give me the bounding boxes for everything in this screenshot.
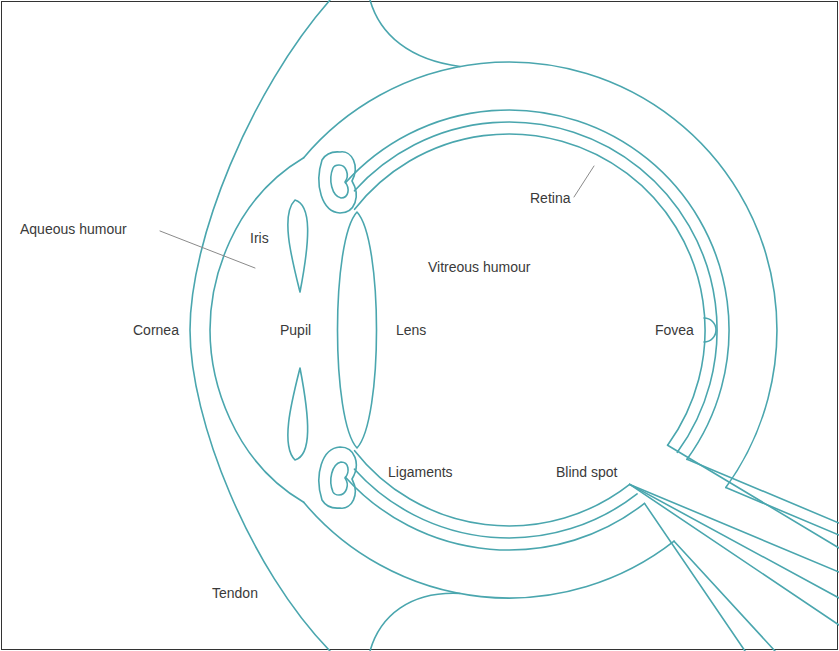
part-label: Retina	[530, 190, 570, 206]
part-label: Ligaments	[388, 464, 453, 480]
retina-layer	[355, 122, 718, 452]
ciliary-body	[319, 152, 356, 213]
lens	[338, 212, 377, 448]
retina-layer	[346, 477, 645, 550]
tendon	[370, 593, 460, 651]
nerve-fibre	[630, 484, 839, 625]
retina	[355, 451, 630, 526]
sclera	[304, 62, 777, 487]
sclera	[304, 502, 674, 598]
ciliary-body	[331, 462, 348, 495]
part-label: Blind spot	[556, 464, 617, 480]
cornea-outer	[190, 0, 330, 651]
part-label: Iris	[250, 230, 269, 246]
retina-layer	[346, 110, 730, 459]
ciliary-body	[331, 165, 348, 198]
iris	[288, 200, 308, 292]
nerve-fibre	[630, 484, 839, 598]
tendon	[370, 0, 460, 67]
eye-drawing	[160, 0, 839, 651]
fovea-pit	[704, 318, 716, 342]
leader-line	[574, 166, 594, 197]
nerve-fibre	[668, 445, 839, 548]
retina	[355, 134, 705, 445]
optic-nerve	[674, 541, 775, 651]
optic-nerve	[726, 488, 839, 536]
part-label: Tendon	[212, 585, 258, 601]
part-label: Cornea	[133, 322, 179, 338]
leader-line	[160, 231, 255, 268]
ciliary-body	[319, 447, 356, 508]
part-label: Aqueous humour	[20, 221, 127, 237]
part-label: Pupil	[280, 322, 311, 338]
part-label: Lens	[396, 322, 426, 338]
optic-nerve	[687, 459, 839, 523]
part-label: Vitreous humour	[428, 259, 530, 275]
part-label: Fovea	[655, 322, 694, 338]
nerve-fibre	[630, 484, 839, 572]
iris	[288, 368, 308, 460]
